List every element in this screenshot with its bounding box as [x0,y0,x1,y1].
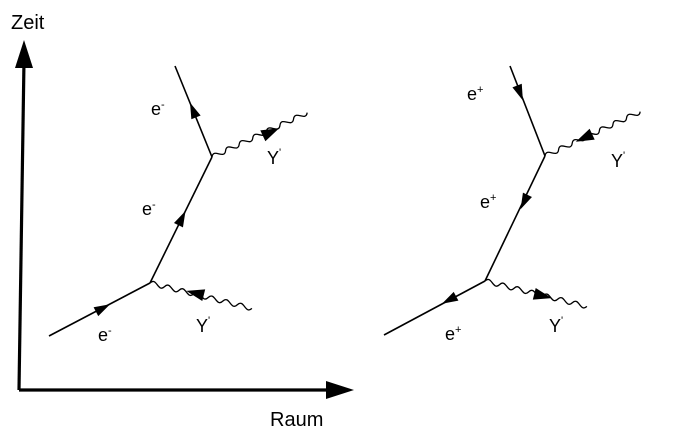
emitted-photon-arrow [260,128,280,142]
upper-photon-label: Y' [611,150,625,171]
lower-photon-label: Y' [549,315,563,336]
middle-positron-line [484,155,546,282]
incoming-electron-arrow [93,304,111,317]
space-axis-label: Raum [270,409,323,431]
absorbed-photon-arrow [186,289,206,301]
middle-electron-label: e- [142,199,156,219]
middle-positron-arrow [520,192,532,210]
lower-photon-arrow [532,288,552,300]
incoming-electron-label: e- [98,325,112,345]
outgoing-electron-arrow [190,102,201,120]
emitted-photon-wave [211,112,308,158]
top-positron-arrow [512,83,523,101]
upper-photon-wave [544,111,641,157]
axes: Zeit Raum [11,12,354,431]
top-positron-line [509,65,546,157]
electron-diagram: e- e- e- Y' Y' [48,65,308,345]
top-positron-label: e+ [467,84,483,104]
positron-diagram: e+ e+ e+ Y' Y' [383,65,641,344]
space-axis-arrowhead [326,381,354,399]
bottom-positron-line [383,280,486,336]
time-axis-label: Zeit [11,12,45,34]
time-axis-arrowhead [15,40,33,68]
outgoing-electron-label: e- [151,99,165,119]
upper-photon-arrow [575,128,595,142]
bottom-positron-arrow [441,291,459,304]
middle-positron-label: e+ [480,192,496,212]
emitted-photon-label: Y' [267,147,281,168]
time-axis [17,59,26,391]
bottom-positron-label: e+ [445,324,461,344]
middle-electron-arrow [173,210,186,228]
absorbed-photon-label: Y' [196,315,210,336]
